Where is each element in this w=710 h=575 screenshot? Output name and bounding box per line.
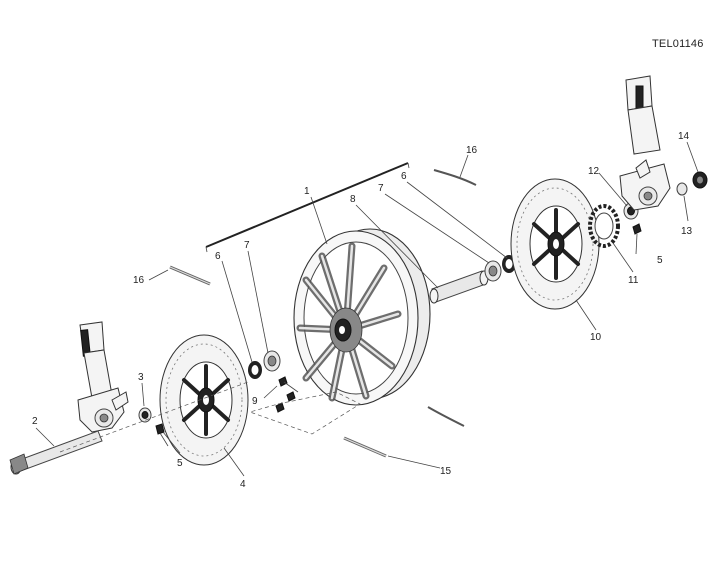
callout-8: 8	[350, 194, 356, 205]
right-fork-leg	[619, 75, 671, 211]
rim-stickers	[169, 169, 477, 458]
callout-6-right: 6	[401, 171, 407, 182]
right-pinch-washer	[676, 182, 688, 196]
callout-2: 2	[32, 416, 38, 427]
callout-12: 12	[588, 166, 600, 177]
reference-code: TEL01146	[652, 38, 704, 50]
left-brake-disc	[159, 334, 249, 466]
axle-nut	[692, 171, 708, 189]
left-fork-leg	[77, 321, 129, 433]
left-seal	[248, 361, 262, 379]
callout-3: 3	[138, 372, 144, 383]
callout-16-right: 16	[466, 145, 478, 156]
callout-4: 4	[240, 479, 246, 490]
abs-tone-wheel	[588, 204, 620, 248]
right-brake-disc	[510, 178, 600, 310]
axle-spacer	[429, 270, 489, 304]
right-bearing	[484, 260, 502, 282]
leader-lines	[35, 141, 699, 477]
callout-11: 11	[628, 275, 639, 286]
callout-5-right: 5	[657, 255, 663, 266]
callout-13: 13	[681, 226, 693, 237]
left-bearing	[263, 350, 281, 372]
callout-15: 15	[440, 466, 452, 477]
callout-14: 14	[678, 131, 690, 142]
callout-9: 9	[252, 396, 258, 407]
right-screw	[632, 223, 642, 235]
callout-10: 10	[590, 332, 602, 343]
disc-screws	[275, 376, 299, 413]
front-axle	[9, 430, 103, 475]
callout-16-left: 16	[133, 275, 145, 286]
callout-6-left: 6	[215, 251, 221, 262]
callout-5-left: 5	[177, 458, 183, 469]
callout-labels: 1 2 3 4 5 5 6 6 7 7 8 9 10 11 12 13 14 1…	[32, 131, 693, 490]
callout-1: 1	[304, 186, 310, 197]
assembly-bracket-line	[205, 162, 409, 248]
callout-7-left: 7	[244, 240, 250, 251]
front-wheel-rim	[293, 228, 431, 406]
left-spacer	[138, 407, 152, 423]
left-screw	[155, 423, 169, 447]
callout-7-right: 7	[378, 183, 384, 194]
